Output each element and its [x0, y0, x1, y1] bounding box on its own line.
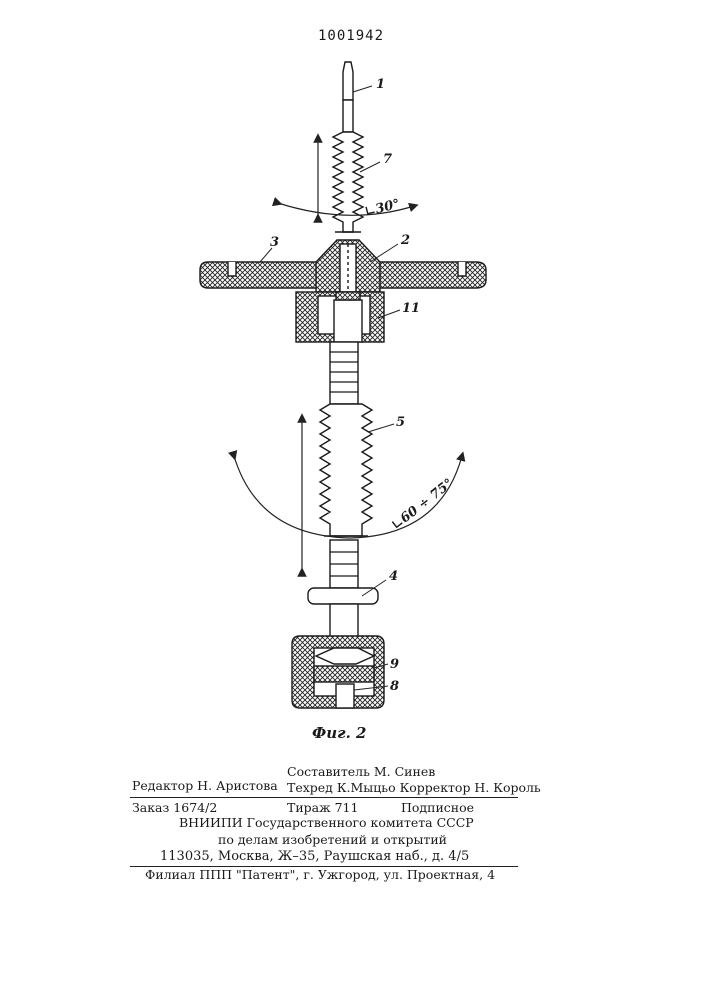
label-part-11: 11 — [402, 301, 420, 316]
plug-8 — [336, 684, 354, 708]
org-line-2: по делам изобретений и открытий — [218, 832, 447, 847]
label-part-3: 3 — [270, 235, 279, 250]
figure-caption: Фиг. 2 — [312, 724, 366, 742]
disc-9 — [314, 666, 374, 682]
compiler-line: Составитель М. Синев — [287, 764, 435, 779]
label-part-8: 8 — [390, 679, 399, 694]
shaft-upper — [343, 100, 353, 132]
angle-upper: ∟30° — [363, 197, 401, 220]
label-part-5: 5 — [396, 415, 405, 430]
label-part-7: 7 — [383, 152, 392, 167]
angle-lower: ∟60 ÷ 75° — [389, 476, 456, 533]
subscription: Подписное — [401, 800, 474, 815]
shaft-ladder-upper — [330, 342, 358, 404]
address-line: 113035, Москва, Ж–35, Раушская наб., д. … — [160, 849, 469, 864]
divider-top — [130, 797, 518, 798]
techred-corrector-line: Техред К.Мыцьо Корректор Н. Король — [287, 780, 541, 795]
label-part-9: 9 — [390, 657, 399, 672]
org-line-1: ВНИИПИ Государственного комитета СССР — [179, 815, 474, 830]
order-line: Заказ 1674/2 — [132, 800, 217, 815]
flange-plate-right — [378, 262, 486, 288]
editor-line: Редактор Н. Аристова — [132, 778, 278, 793]
label-part-2: 2 — [400, 233, 410, 248]
label-part-4: 4 — [389, 569, 398, 584]
branch-line: Филиал ППП "Патент", г. Ужгород, ул. Про… — [145, 867, 495, 882]
collar-4 — [308, 588, 378, 604]
label-part-1: 1 — [376, 77, 385, 92]
lower-bellows — [320, 404, 372, 536]
print-run: Тираж 711 — [287, 800, 358, 815]
needle-tip — [343, 62, 353, 100]
upper-bellows — [333, 132, 363, 232]
flange-plate — [200, 262, 318, 288]
